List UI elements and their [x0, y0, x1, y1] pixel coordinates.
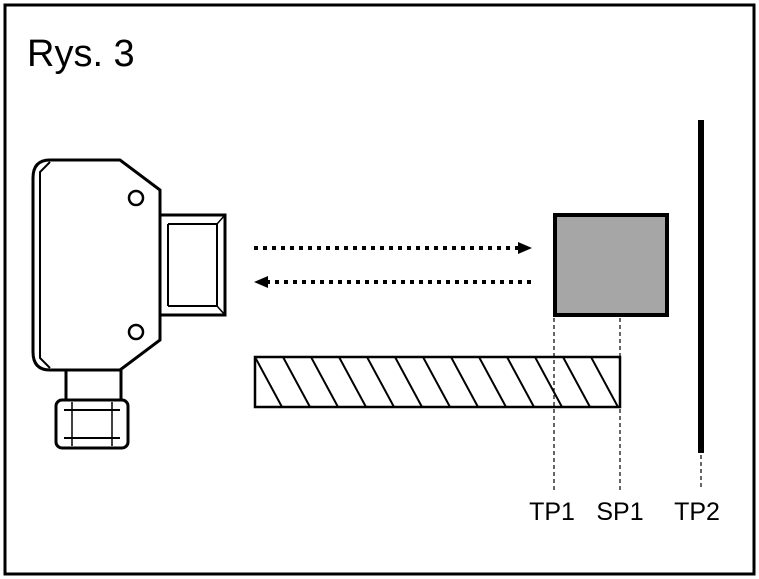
emitted-beam-arrow	[254, 242, 532, 254]
sensor-connector	[54, 368, 130, 450]
mounting-hole-bottom	[127, 323, 145, 341]
tp1-label: TP1	[529, 498, 575, 526]
mounting-hole-top	[127, 189, 145, 207]
figure-frame	[3, 3, 756, 576]
tp2-label: TP2	[674, 498, 720, 526]
sensor-housing-edge	[39, 161, 51, 369]
reflected-beam-arrow	[254, 276, 534, 288]
target-object	[553, 213, 669, 317]
sp1-label: SP1	[596, 498, 643, 526]
sensor-device	[31, 158, 227, 450]
detection-range-bar	[253, 355, 622, 409]
figure-title: Rys. 3	[27, 33, 135, 75]
sensor-lens	[158, 213, 227, 317]
